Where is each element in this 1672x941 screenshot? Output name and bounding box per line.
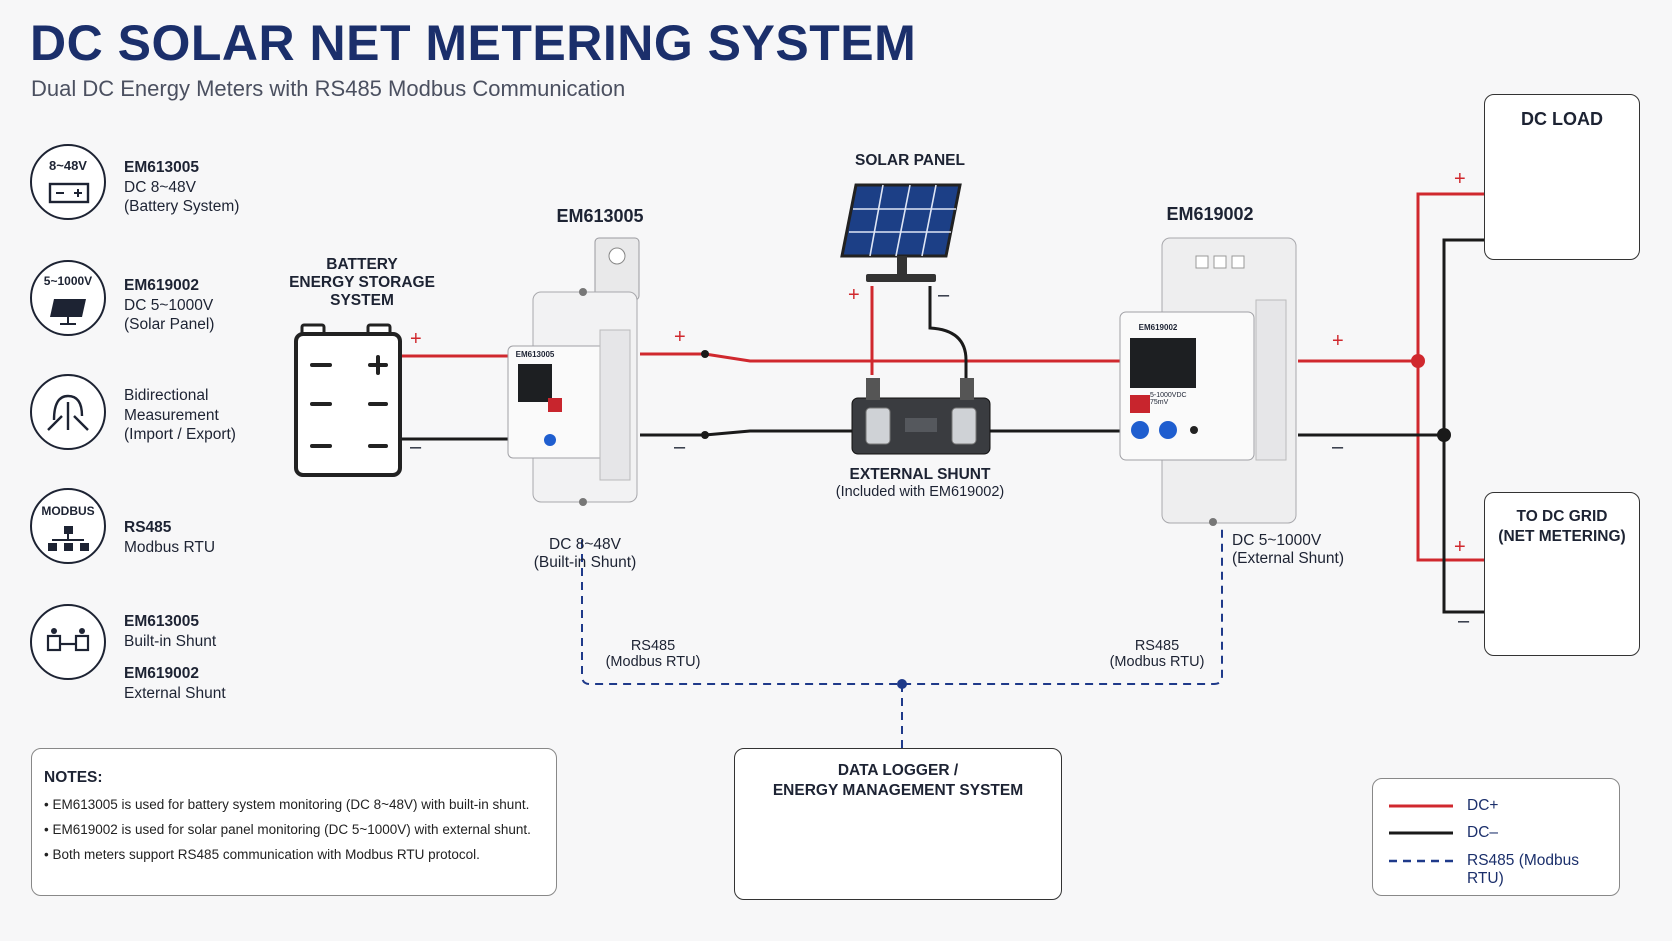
grid-plus-marker: + (1454, 536, 1466, 558)
meter-em619002 (1119, 237, 1297, 526)
solar-minus-marker: – (938, 284, 950, 306)
legend-box: DC+ DC– RS485 (Modbus RTU) (1372, 778, 1620, 896)
dc-grid-label: TO DC GRID (NET METERING) (1498, 508, 1626, 545)
solar-panel-icon (840, 183, 962, 282)
meter1-plus-marker: + (674, 326, 686, 348)
dc-load-box: DC LOAD (1484, 94, 1640, 260)
battery-icon (294, 323, 402, 477)
notes-item: • EM619002 is used for solar panel monit… (44, 822, 531, 837)
grid-minus-branch-wire (1442, 435, 1484, 614)
legend-swatches (1389, 804, 1453, 863)
dc-load-label: DC LOAD (1521, 109, 1603, 129)
notes-list: • EM613005 is used for battery system mo… (44, 797, 548, 872)
data-logger-label: DATA LOGGER / ENERGY MANAGEMENT SYSTEM (772, 762, 1024, 799)
meter2-minus-marker: – (1332, 436, 1344, 458)
meter1-to-shunt-minus-wire (640, 429, 852, 437)
dc-minus-wires (372, 238, 1484, 614)
external-shunt-label: EXTERNAL SHUNT (Included with EM619002) (835, 466, 1005, 500)
load-plus-branch-wire (1416, 192, 1484, 361)
dc-grid-box: TO DC GRID (NET METERING) (1484, 492, 1640, 656)
grid-minus-marker: – (1458, 610, 1470, 632)
legend-dc-plus: DC+ (1467, 797, 1499, 814)
meter1-screen-label: EM613005 (515, 350, 555, 359)
battery-voltage-icon: 8~48V (30, 144, 106, 220)
feature-bidirectional-text: Bidirectional Measurement (Import / Expo… (124, 387, 236, 443)
notes-title: NOTES: (44, 769, 103, 786)
feature-solar-text: EM619002 DC 5~1000V (Solar Panel) (124, 277, 215, 333)
meter1-minus-marker: – (674, 436, 686, 458)
legend-rs485: RS485 (Modbus RTU) (1467, 852, 1580, 887)
meter2-screen-label: EM619002 (1138, 323, 1178, 332)
rs485-bus (581, 525, 1223, 750)
meter1-title: EM613005 (556, 206, 644, 226)
grid-plus-branch-wire (1416, 361, 1484, 562)
notes-box: NOTES: • EM613005 is used for battery sy… (31, 748, 557, 896)
meter2-plus-marker: + (1332, 330, 1344, 352)
meter2-caption: DC 5~1000V (External Shunt) (1232, 532, 1344, 567)
meter2-title: EM619002 (1166, 204, 1254, 224)
page-subtitle: Dual DC Energy Meters with RS485 Modbus … (31, 76, 626, 101)
battery-label: BATTERY ENERGY STORAGE SYSTEM (289, 256, 435, 309)
solar-minus-drop-wire (928, 286, 968, 378)
meter2-spec-label: 5-1000VDC 75mV (1150, 392, 1187, 406)
battery-plus-marker: + (410, 328, 422, 350)
rs485-left-label: RS485 (Modbus RTU) (605, 638, 701, 670)
shunt-icon (30, 604, 106, 680)
solar-plus-marker: + (848, 284, 860, 306)
meter1-to-meter2-plus-wire (640, 352, 1120, 363)
rs485-right-label: RS485 (Modbus RTU) (1109, 638, 1205, 670)
solar-panel-voltage-icon: 5~1000V (30, 260, 106, 336)
data-logger-box: DATA LOGGER / ENERGY MANAGEMENT SYSTEM (734, 748, 1062, 900)
bidirectional-wave-icon (30, 374, 106, 450)
external-shunt-icon (851, 378, 991, 455)
legend-dc-minus: DC– (1467, 824, 1499, 841)
load-minus-branch-wire (1442, 238, 1484, 435)
feature-shunt-text: EM613005 Built-in Shunt EM619002 Externa… (124, 613, 226, 702)
minus-junction-dot (1437, 428, 1451, 442)
load-plus-marker: + (1454, 168, 1466, 190)
notes-item: • EM613005 is used for battery system mo… (44, 797, 530, 812)
meter1-caption: DC 8~48V (Built-in Shunt) (533, 536, 637, 571)
solar-panel-label: SOLAR PANEL (855, 152, 965, 169)
rs485-junction-dot (897, 679, 907, 689)
battery-minus-marker: – (410, 436, 422, 458)
feature-modbus-text: RS485 Modbus RTU (124, 519, 216, 556)
page-title: DC SOLAR NET METERING SYSTEM (30, 15, 917, 71)
plus-junction-dot (1411, 354, 1425, 368)
feature-battery-text: EM613005 DC 8~48V (Battery System) (124, 159, 240, 215)
notes-item: • Both meters support RS485 communicatio… (44, 847, 480, 862)
meter-em613005 (507, 237, 640, 506)
modbus-network-icon: MODBUS (30, 488, 106, 564)
